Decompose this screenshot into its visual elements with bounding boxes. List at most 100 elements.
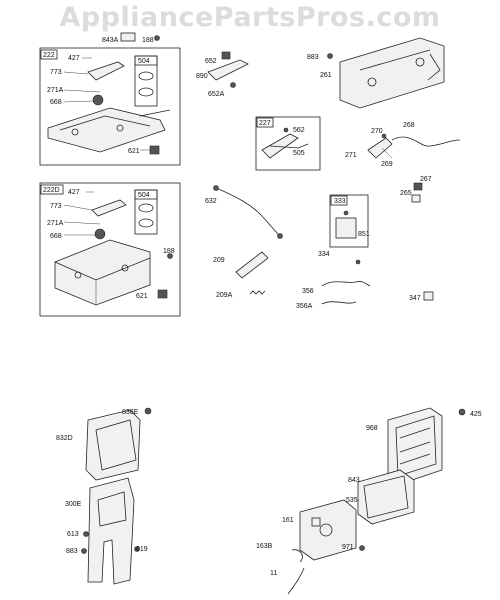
part-labels: 843A 188 222 427 504 773 271A 668 621 65… (43, 37, 482, 577)
ground-wire-icon (215, 187, 281, 237)
clip-icon (157, 289, 168, 299)
part-label-188: 188 (142, 37, 154, 44)
part-label-632: 632 (205, 198, 217, 205)
nut-icon (221, 51, 231, 60)
wire-icon (321, 301, 357, 305)
part-label-222: 222 (43, 52, 55, 59)
blower-housing-group (81, 407, 152, 585)
blower-housing-300E-icon (87, 477, 135, 585)
part-label-270: 270 (371, 128, 383, 135)
clip-icon (149, 145, 160, 155)
assembly-333-box (329, 194, 369, 248)
lever-890-icon (207, 59, 249, 81)
part-label-843A: 843A (102, 37, 119, 44)
throttle-lever-icon (91, 199, 127, 217)
part-label-621-b: 621 (136, 293, 148, 300)
blower-housing-832D-icon (85, 409, 141, 481)
part-label-668-b: 668 (50, 233, 62, 240)
part-label-261: 261 (320, 72, 332, 79)
part-label-773: 773 (50, 69, 62, 76)
assembly-333 (329, 194, 369, 265)
assembly-227-box (255, 116, 321, 171)
part-label-356: 356 (302, 288, 314, 295)
part-label-971: 971 (342, 544, 354, 551)
wire-632 (213, 185, 283, 239)
washer-icon (138, 218, 154, 228)
link-icon (261, 133, 299, 159)
air-cleaner-group (287, 407, 466, 595)
clip-icon (413, 182, 423, 191)
assembly-222-box (39, 47, 181, 166)
part-label-334: 334 (318, 251, 330, 258)
part-label-356A: 356A (296, 303, 313, 310)
part-label-819: 819 (136, 546, 148, 553)
part-label-843: 843 (348, 477, 360, 484)
screw-icon (154, 35, 160, 41)
part-label-652: 652 (205, 58, 217, 65)
part-label-209: 209 (213, 257, 225, 264)
assembly-222D-box (39, 182, 181, 317)
part-label-265: 265 (400, 190, 412, 197)
air-cleaner-base-icon (299, 499, 357, 561)
screw-icon (167, 253, 173, 259)
gasket-icon (291, 549, 303, 563)
part-label-652A: 652A (208, 91, 225, 98)
control-lever-group (207, 51, 249, 88)
part-label-968: 968 (366, 425, 378, 432)
part-label-883-b: 883 (66, 548, 78, 555)
part-label-271A-b: 271A (47, 220, 64, 227)
part-label-271A: 271A (47, 87, 64, 94)
assembly-222D (39, 182, 181, 317)
part-label-425: 425 (470, 411, 482, 418)
part-label-621: 621 (128, 148, 140, 155)
part-label-504-b: 504 (138, 192, 150, 199)
part-label-269: 269 (381, 161, 393, 168)
part-label-227: 227 (259, 120, 271, 127)
assembly-227 (255, 116, 321, 171)
part-label-222D: 222D (43, 187, 60, 194)
part-label-161: 161 (282, 517, 294, 524)
part-label-347: 347 (409, 295, 421, 302)
screw-icon (355, 259, 361, 265)
screw-icon (134, 546, 140, 552)
screw-icon (327, 53, 333, 59)
connector-icon (423, 291, 434, 301)
part-label-11: 11 (270, 570, 277, 577)
washer-icon (138, 71, 154, 81)
throttle-lever-icon (87, 61, 125, 81)
spring-209-group (235, 251, 269, 295)
assembly-333-tag (330, 195, 348, 206)
assembly-222 (39, 47, 181, 166)
control-bracket-icon (47, 107, 166, 153)
control-bracket-icon (54, 239, 151, 306)
washer-icon (138, 87, 154, 97)
assembly-222-tag (40, 49, 58, 60)
label-843A-part-icon (120, 32, 136, 42)
part-label-163B: 163B (256, 543, 273, 550)
part-label-890: 890 (196, 73, 208, 80)
wire-356-group (321, 281, 434, 305)
air-filter-843-icon (357, 469, 415, 525)
part-label-209A: 209A (216, 292, 233, 299)
wire-icon (321, 281, 371, 287)
screw-icon (81, 548, 87, 554)
part-label-613: 613 (67, 531, 79, 538)
part-label-300E: 300E (65, 501, 82, 508)
washer-icon (138, 203, 154, 213)
assembly-222D-tag (40, 184, 64, 195)
governor-spring-icon (235, 251, 269, 279)
breather-tube-icon (287, 567, 305, 595)
assembly-227-tag (256, 117, 274, 128)
part-label-562: 562 (293, 127, 305, 134)
screw-icon (359, 545, 365, 551)
clip-icon (411, 194, 421, 203)
throttle-cable-group (367, 133, 461, 203)
part-label-268: 268 (403, 122, 415, 129)
screw-icon (458, 408, 466, 416)
part-label-851: 851 (358, 231, 370, 238)
screw-icon (83, 531, 89, 537)
part-label-832D: 832D (56, 435, 73, 442)
cable-icon (391, 136, 461, 147)
spring-icon (249, 290, 266, 295)
